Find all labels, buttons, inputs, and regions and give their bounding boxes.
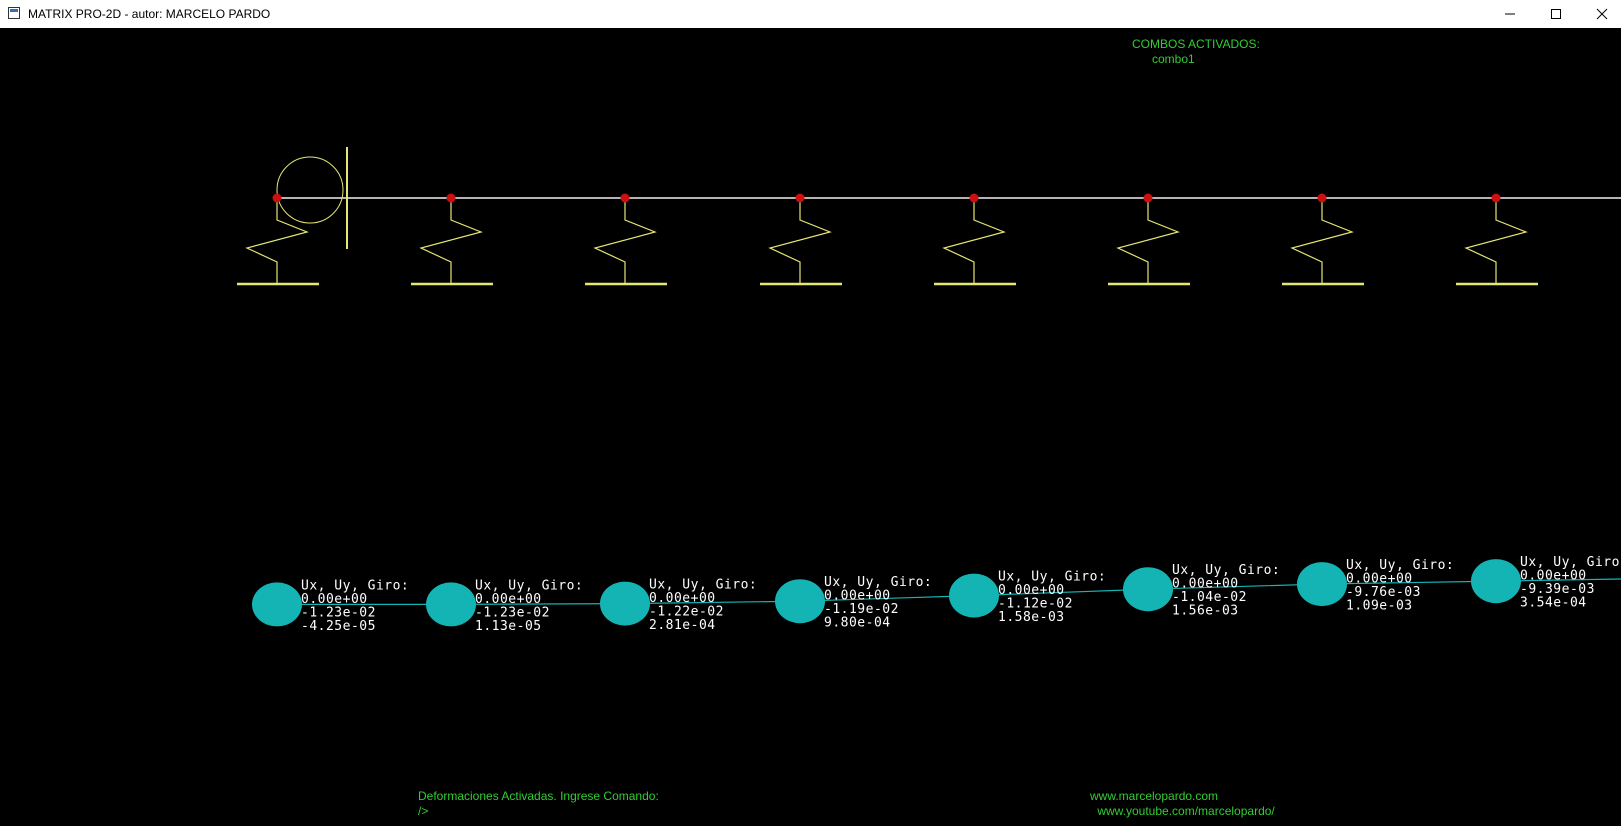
close-icon [1596,8,1608,20]
spring-support [1290,198,1354,284]
node-marker[interactable] [795,193,805,203]
node-marker[interactable] [620,193,630,203]
displacement-value-label: 1.09e-03 [1346,599,1413,614]
spring-support [942,198,1006,284]
deformed-node-marker[interactable] [1471,559,1521,604]
spring-support [768,198,832,284]
displacement-value-label: 0.00e+00 [824,589,891,604]
spring-support [593,198,657,284]
window-titlebar[interactable]: MATRIX PRO-2D - autor: MARCELO PARDO [0,0,1621,28]
displacement-value-label: -9.39e-03 [1520,582,1595,597]
displacement-value-label: 1.56e-03 [1172,604,1239,619]
spring-support [1464,198,1528,284]
displacement-value-label: -1.23e-02 [475,605,550,620]
node-marker[interactable] [446,193,456,203]
node-marker[interactable] [272,193,282,203]
deformed-node-marker[interactable] [949,573,999,618]
youtube-link: www.youtube.com/marcelopardo/ [1094,804,1275,818]
website-link: www.marcelopardo.com [1090,789,1219,803]
displacement-value-label: 0.00e+00 [998,583,1065,598]
window-title: MATRIX PRO-2D - autor: MARCELO PARDO [28,7,271,21]
deformed-node-marker[interactable] [600,581,650,626]
node-marker[interactable] [969,193,979,203]
displacement-header-label: Ux, Uy, Giro: [1520,555,1621,570]
spring-support [1116,198,1180,284]
deformed-node-marker[interactable] [1123,567,1173,612]
maximize-button[interactable] [1533,0,1579,28]
displacement-value-label: 1.58e-03 [998,610,1065,625]
node-marker[interactable] [1491,193,1501,203]
displacement-value-label: -1.19e-02 [824,602,899,617]
deformed-node-marker[interactable] [775,579,825,624]
close-button[interactable] [1579,0,1621,28]
displacement-value-label: -9.76e-03 [1346,585,1421,600]
displacement-value-label: -4.25e-05 [301,619,376,634]
displacement-value-label: -1.12e-02 [998,597,1073,612]
displacement-value-label: 0.00e+00 [1346,572,1413,587]
displacement-header-label: Ux, Uy, Giro: [1172,563,1280,578]
spring-support [245,198,309,284]
displacement-value-label: 9.80e-04 [824,616,891,631]
displacement-header-label: Ux, Uy, Giro: [998,570,1106,585]
structure-view[interactable]: Ux, Uy, Giro:0.00e+00-1.23e-02-4.25e-05U… [0,28,1621,826]
moment-indicator [276,156,344,224]
displacement-value-label: 0.00e+00 [649,591,716,606]
status-message: Deformaciones Activadas. Ingrese Comando… [418,789,659,803]
displacement-header-label: Ux, Uy, Giro: [301,578,409,593]
deformed-node-marker[interactable] [1297,562,1347,607]
deformed-node-marker[interactable] [252,582,302,627]
displacement-header-label: Ux, Uy, Giro: [824,575,932,590]
deformed-node-marker[interactable] [426,582,476,627]
displacement-value-label: 0.00e+00 [475,592,542,607]
command-prompt[interactable]: /> [418,804,429,818]
displacement-value-label: 1.13e-05 [475,619,542,634]
spring-support [419,198,483,284]
minimize-icon [1505,13,1515,15]
displacement-value-label: -1.22e-02 [649,605,724,620]
displacement-value-label: 0.00e+00 [1520,569,1587,584]
displacement-value-label: 2.81e-04 [649,618,716,633]
displacement-value-label: -1.04e-02 [1172,590,1247,605]
node-marker[interactable] [1143,193,1153,203]
app-icon [8,7,20,19]
displacement-header-label: Ux, Uy, Giro: [1346,558,1454,573]
combos-heading: COMBOS ACTIVADOS: [1132,37,1260,51]
displacement-header-label: Ux, Uy, Giro: [475,578,583,593]
node-marker[interactable] [1317,193,1327,203]
maximize-icon [1551,9,1561,19]
combo-item: combo1 [1152,52,1195,66]
displacement-value-label: -1.23e-02 [301,605,376,620]
displacement-value-label: 3.54e-04 [1520,596,1587,611]
displacement-header-label: Ux, Uy, Giro: [649,578,757,593]
displacement-value-label: 0.00e+00 [1172,577,1239,592]
displacement-value-label: 0.00e+00 [301,592,368,607]
minimize-button[interactable] [1487,0,1533,28]
